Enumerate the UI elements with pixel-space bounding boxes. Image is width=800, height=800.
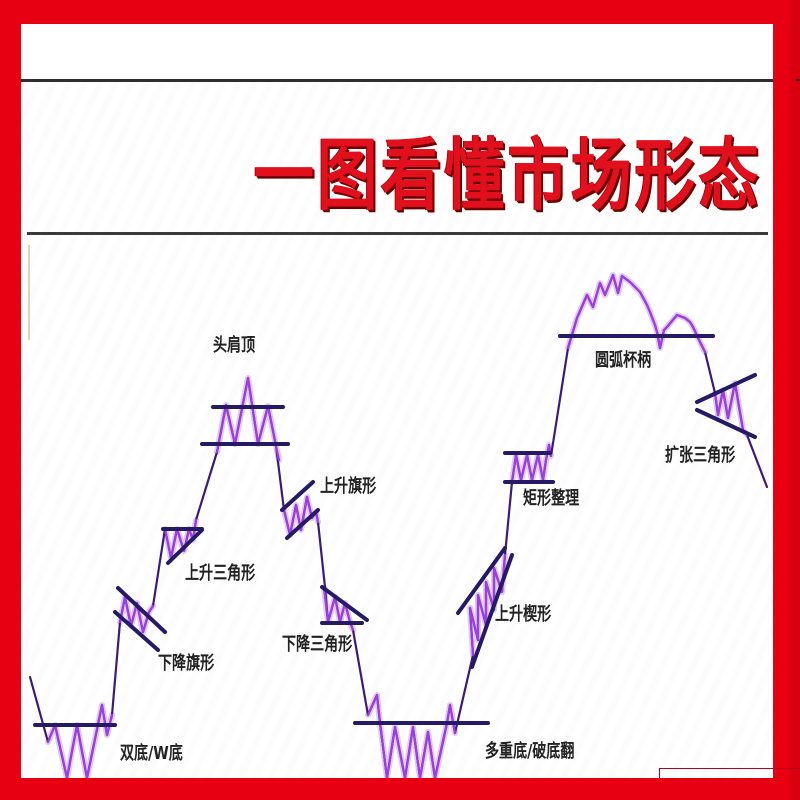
cup-handle-glow <box>565 272 708 355</box>
title-divider <box>27 232 768 235</box>
label-rising-wedge: 上升楔形 <box>495 604 552 625</box>
label-rising-flag: 上升旗形 <box>320 476 377 497</box>
expanding-triangle-boundary-line-1 <box>695 408 757 439</box>
pattern-diagram <box>28 272 769 778</box>
frame-edge-line <box>28 245 30 340</box>
descending-triangle-boundary-line-0 <box>320 585 369 622</box>
label-ascending-triangle: 上升三角形 <box>185 563 256 584</box>
infographic-panel <box>21 24 773 778</box>
price-line <box>28 273 769 778</box>
header-divider-stub <box>796 79 800 81</box>
label-descending-triangle: 下降三角形 <box>282 634 353 655</box>
label-expanding-triangle: 扩张三角形 <box>665 445 736 466</box>
rising-wedge-boundary-line-0 <box>456 546 507 615</box>
border-shade <box>790 0 800 800</box>
rising-flag-boundary-line-0 <box>280 480 315 512</box>
background-texture <box>21 80 773 778</box>
expanding-triangle-boundary-line-0 <box>695 373 757 404</box>
ascending-triangle-boundary-line-1 <box>166 528 204 565</box>
rising-wedge-boundary-line-1 <box>470 553 514 669</box>
label-rectangle: 矩形整理 <box>523 488 580 509</box>
rising-wedge-zigzag <box>468 553 507 657</box>
double-bottom-zigzag <box>46 703 114 778</box>
header-divider <box>21 79 773 82</box>
descending-flag-boundary-line-0 <box>116 586 167 634</box>
corner-outline-box <box>659 768 800 778</box>
rising-flag-boundary-line-1 <box>285 508 320 540</box>
page-title: 一图看懂市场形态 <box>254 130 762 222</box>
descending-flag-boundary-line-1 <box>113 610 160 652</box>
label-descending-flag: 下降旗形 <box>158 653 215 674</box>
label-double-bottom: 双底/W底 <box>120 743 183 764</box>
cup-handle-zigzag <box>566 273 707 354</box>
label-head-shoulders-top: 头肩顶 <box>213 335 256 356</box>
label-multiple-bottom: 多重底/破底翻 <box>485 741 575 762</box>
head-shoulders-top-zigzag <box>215 376 281 462</box>
label-cup-handle: 圆弧杯柄 <box>595 350 652 371</box>
